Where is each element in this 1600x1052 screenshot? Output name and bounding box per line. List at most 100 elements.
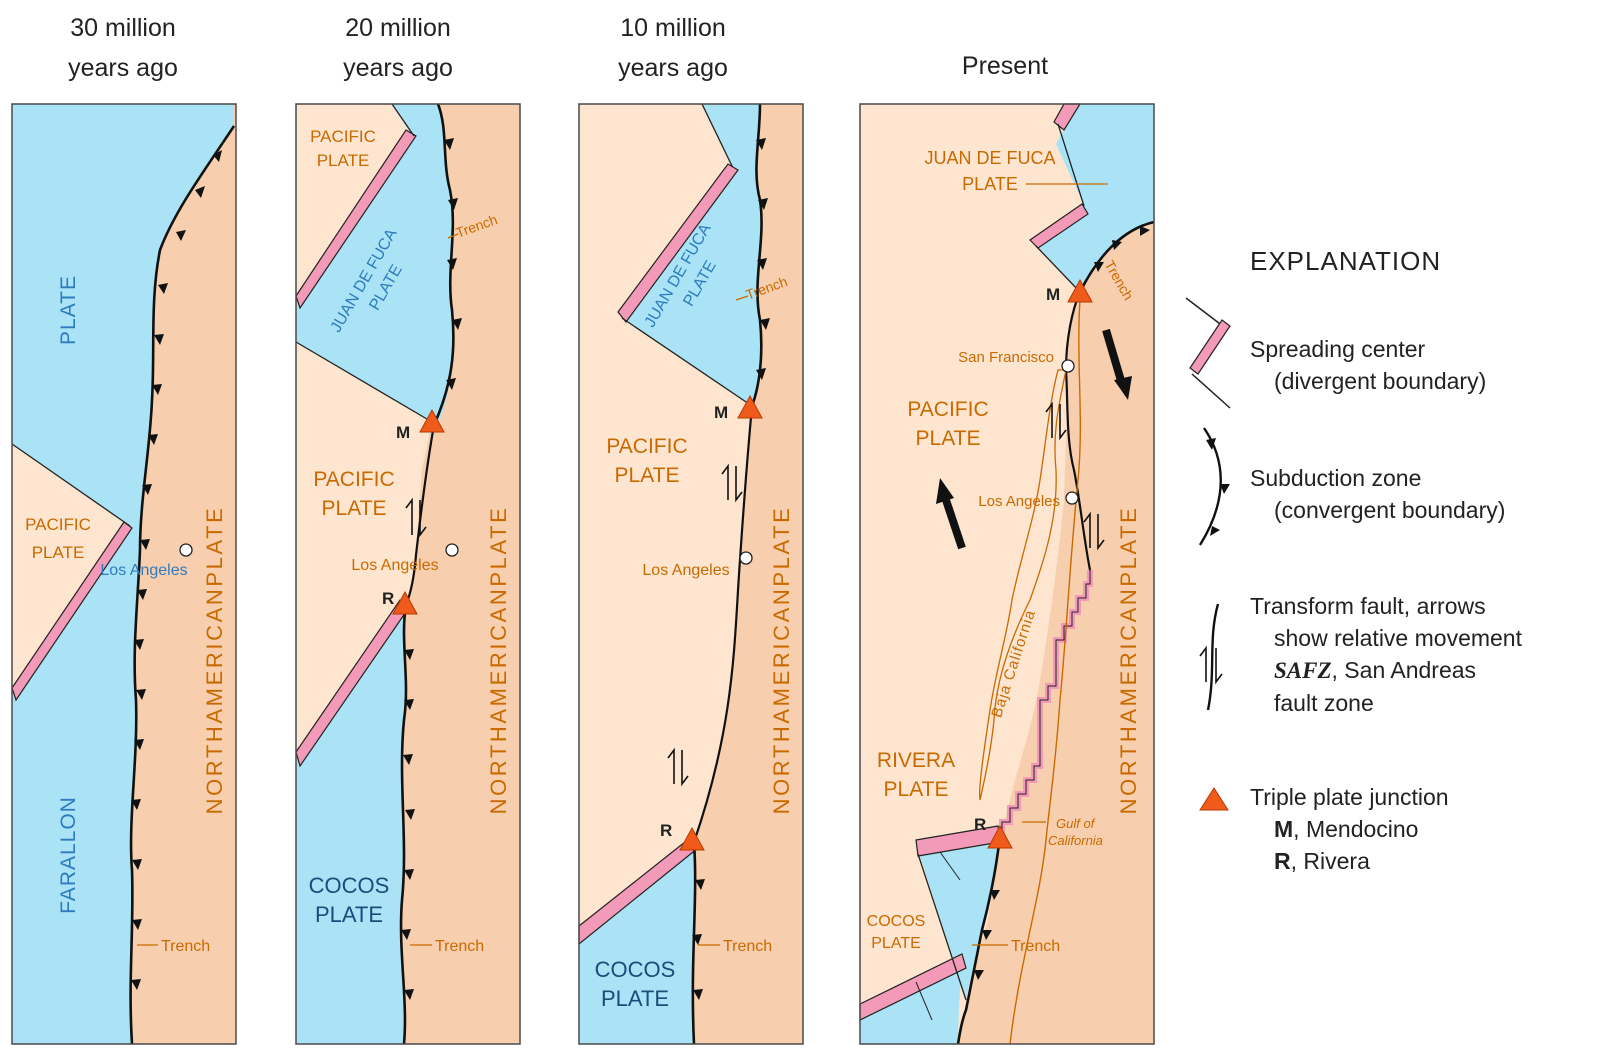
- panel-4-label-pacific-line1: PACIFIC: [907, 398, 988, 421]
- panel-1-label-pacific-line1: PACIFIC: [25, 515, 91, 534]
- panel-1-los-angeles-marker: [179, 543, 193, 557]
- panel-1-label-farallon: FARALLON: [57, 796, 80, 914]
- panel-2-pacific-plate-middle: [296, 342, 432, 757]
- panel-3-cocos-plate: [579, 842, 696, 1044]
- panel-2-label-r: R: [382, 589, 394, 608]
- legend-spreading-symbol: [1185, 297, 1231, 409]
- panel-2-label-pacific-top-line2: PLATE: [317, 151, 370, 170]
- panel-2-title: 20 million years ago: [298, 8, 498, 88]
- panel-1-farallon-plate: [12, 104, 234, 1044]
- panel-4-motion-arrow-pacific: [942, 498, 966, 550]
- panel-3-label-cocos-line2: PLATE: [601, 986, 669, 1011]
- legend-heading: EXPLANATION: [1250, 246, 1442, 276]
- panel-3-title-line1: 10 million: [620, 14, 726, 42]
- panel-4-label-pacific-line2: PLATE: [916, 427, 981, 450]
- panel-3-triple-junction-r: [679, 826, 705, 851]
- panel-2-title-line1: 20 million: [345, 14, 451, 42]
- panel-3-title-line2: years ago: [618, 54, 728, 82]
- panel-3-triple-junction-m: [737, 394, 763, 419]
- panel-2-label-pacific-line1: PACIFIC: [313, 468, 394, 491]
- panel-3-label-north-american: NORTHAMERICANPLATE: [769, 506, 794, 815]
- panel-4-ridge-edges-jdf: [1035, 123, 1085, 293]
- panel-4-triple-junction-r: [987, 824, 1013, 849]
- panel-1-title-line2: years ago: [68, 54, 178, 82]
- panel-4-coast-outline: [978, 369, 1067, 801]
- panel-4-label-gulf-line1: Gulf of: [1056, 816, 1096, 831]
- panel-4-los-angeles-marker: [1065, 491, 1079, 505]
- legend-triple-m-line: M, Mendocino: [1250, 813, 1449, 845]
- panel-3-trench-teeth: [692, 138, 770, 1000]
- panel-4-trench-teeth: [974, 226, 1150, 980]
- panel-4-label-north-american: NORTHAMERICANPLATE: [1116, 506, 1141, 815]
- panel-2-label-cocos-line1: COCOS: [309, 873, 390, 898]
- panel-4-label-juan-line1: JUAN DE FUCA: [924, 148, 1055, 168]
- panel-1: PLATE FARALLON PACIFIC PLATE Los Angeles…: [11, 104, 236, 1045]
- panel-4-label-m: M: [1046, 285, 1060, 304]
- panel-4-motion-arrowhead-north-american: [1114, 376, 1132, 400]
- panel-2-subduction-zone-south: [399, 604, 408, 1045]
- panel-1-border: [11, 103, 237, 1045]
- panel-2-spreading-center-top: [295, 129, 417, 310]
- legend-transform-line3-rest: , San Andreas: [1331, 657, 1477, 683]
- panel-4-rivera-tick: [939, 851, 961, 881]
- panel-2-label-pacific-top-line1: PACIFIC: [310, 127, 376, 146]
- panel-3: JUAN DE FUCA PLATE Trench M PACIFIC PLAT…: [578, 103, 803, 1045]
- panel-4-san-francisco-marker: [1061, 359, 1075, 373]
- panel-4-coastline-east: [1009, 299, 1082, 1045]
- legend-subduction-symbol: [1198, 427, 1230, 546]
- panel-3-label-trench: Trench: [723, 938, 772, 955]
- panel-4-motion-arrow-north-american: [1102, 328, 1126, 386]
- panel-2-label-trench: Trench: [435, 938, 484, 955]
- panel-4-juan-de-fuca-plate: [1032, 104, 1154, 292]
- panel-2-border: [295, 103, 521, 1045]
- panel-3-label-r: R: [660, 821, 672, 840]
- panel-1-title: 30 million years ago: [23, 8, 223, 88]
- legend-triple-r-line: R, Rivera: [1250, 845, 1449, 877]
- panel-1-title-line1: 30 million: [70, 14, 176, 42]
- panel-3-label-cocos-line1: COCOS: [595, 957, 676, 982]
- legend-transform-line4: fault zone: [1274, 690, 1374, 716]
- panel-4-gulf-spreading-outline: [1001, 570, 1091, 835]
- panel-4-triple-junction-m: [1067, 278, 1093, 303]
- panel-4-label-san-francisco: San Francisco: [958, 349, 1054, 366]
- panel-3-label-m: M: [714, 403, 728, 422]
- legend-transform-text: Transform fault, arrows show relative mo…: [1250, 590, 1522, 719]
- panel-3-transform-arrows: [667, 463, 743, 787]
- panel-3-title: 10 million years ago: [573, 8, 773, 88]
- panel-4-rivera-plate: [918, 836, 1000, 1000]
- legend-transform-line3: SAFZ, San Andreas: [1250, 654, 1522, 687]
- legend-triple-line1: Triple plate junction: [1250, 784, 1449, 810]
- legend-triple-r: R: [1274, 848, 1291, 874]
- panel-2-triple-junction-m: [419, 408, 445, 433]
- legend-spreading-text: Spreading center (divergent boundary): [1250, 333, 1486, 397]
- legend-transform-line1: Transform fault, arrows: [1250, 593, 1486, 619]
- legend-spreading-line2: (divergent boundary): [1274, 368, 1487, 394]
- panel-2-trench-top-leader: [447, 233, 459, 239]
- panel-3-label-pacific-line1: PACIFIC: [606, 435, 687, 458]
- panel-2: PACIFIC PLATE JUAN DE FUCA PLATE Trench …: [295, 103, 520, 1045]
- panel-2-ridge-mid-edge: [295, 341, 433, 423]
- panel-2-transform-arrows: [405, 497, 427, 538]
- panel-1-spreading-center: [11, 521, 133, 702]
- panel-4-label-r: R: [974, 815, 986, 834]
- panel-3-transform-fault: [692, 405, 754, 843]
- panel-1-label-plate: PLATE: [57, 275, 80, 345]
- legend-safz: SAFZ: [1274, 658, 1332, 683]
- panel-1-ridge-edge: [11, 443, 131, 527]
- panel-4-cocos-tick: [915, 981, 933, 1021]
- legend-triple-junction-symbol: [1199, 787, 1229, 811]
- legend-transform-line2: show relative movement: [1274, 625, 1522, 651]
- panel-4-rivera-edge: [917, 853, 967, 1001]
- panel-4-label-juan-line2: PLATE: [962, 174, 1018, 194]
- panel-4-san-andreas-fault: [1064, 291, 1092, 571]
- legend-triple-m-rest: , Mendocino: [1293, 816, 1419, 842]
- panel-2-label-m: M: [396, 423, 410, 442]
- panel-4-motion-arrowhead-pacific: [936, 478, 954, 504]
- panel-2-label-cocos-line2: PLATE: [315, 902, 383, 927]
- panel-1-subduction-zone: [129, 125, 236, 1045]
- panel-4-label-rivera-line1: RIVERA: [877, 749, 955, 772]
- panel-2-label-north-american: NORTHAMERICANPLATE: [486, 506, 511, 815]
- panel-1-label-trench: Trench: [161, 938, 210, 955]
- panel-4-subduction-zone: [1078, 220, 1155, 293]
- panel-4-label-trench: Trench: [1011, 938, 1060, 955]
